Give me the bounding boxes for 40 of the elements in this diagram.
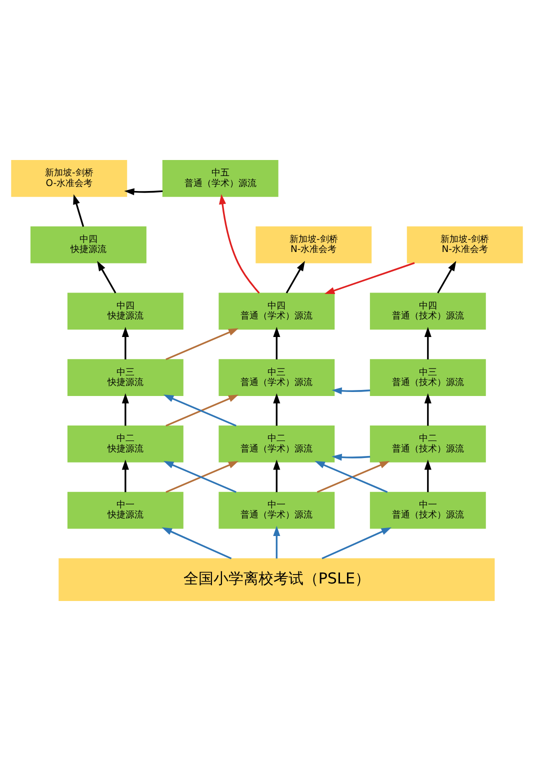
node-box: 中四 普通（技术）源流: [370, 292, 486, 330]
arrow: [122, 393, 129, 426]
arrow: [273, 526, 280, 558]
node-box: 中三 快捷源流: [67, 359, 184, 396]
arrow: [166, 328, 239, 360]
arrow: [122, 326, 129, 360]
node-box: 中二 普通（技术）源流: [370, 425, 486, 462]
node-box: 新加坡-剑桥 N-水准会考: [406, 226, 523, 264]
node-box: 中四 快捷源流: [67, 292, 184, 330]
node-box: 中四 普通（学术）源流: [218, 292, 335, 330]
node-box: 新加坡-剑桥 N-水准会考: [256, 226, 372, 264]
arrow: [437, 260, 456, 294]
node-box: 中一 普通（学术）源流: [218, 492, 335, 529]
arrow: [273, 326, 280, 360]
arrow: [122, 460, 129, 492]
arrow: [162, 527, 232, 560]
node-box: 中一 普通（技术）源流: [370, 492, 486, 529]
arrow: [218, 194, 260, 294]
node-box: 中三 普通（学术）源流: [218, 359, 335, 396]
arrow: [424, 393, 432, 426]
arrow: [332, 454, 370, 461]
node-box: 中五 普通（学术）源流: [162, 160, 278, 197]
arrow: [73, 194, 84, 227]
arrow: [273, 460, 280, 492]
arrow: [322, 527, 392, 560]
arrow: [124, 188, 163, 196]
node-box: 中四 快捷源流: [30, 226, 146, 264]
node-box: 中三 普通（技术）源流: [370, 359, 486, 396]
arrow: [97, 260, 116, 294]
node-box: 中一 快捷源流: [67, 492, 184, 529]
node-box: 中二 普通（学术）源流: [218, 425, 335, 462]
arrow: [286, 260, 305, 294]
arrow: [424, 460, 432, 492]
arrow: [324, 262, 415, 294]
node-box: 全国小学离校考试（PSLE）: [58, 558, 495, 602]
arrow: [273, 393, 280, 426]
arrow: [424, 326, 432, 360]
arrow: [332, 387, 370, 394]
node-box: 中二 快捷源流: [67, 425, 184, 462]
node-box: 新加坡-剑桥 O-水准会考: [11, 160, 128, 197]
